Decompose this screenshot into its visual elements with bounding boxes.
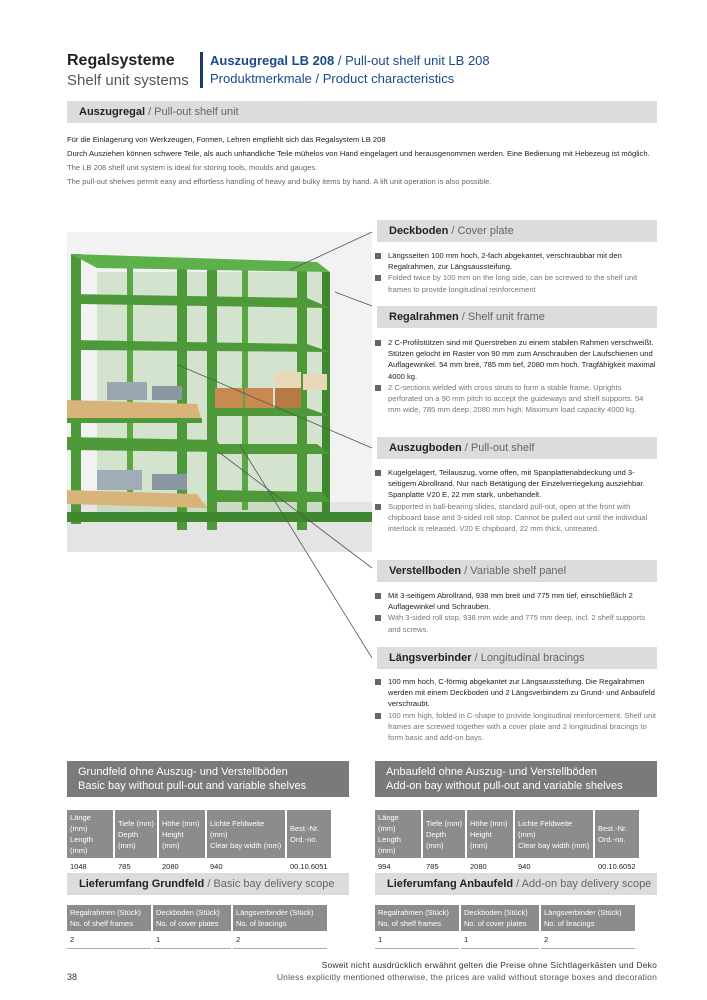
footer-note-en: Unless explicitly mentioned otherwise, t… xyxy=(276,972,657,982)
basic-bay-table: Länge (mm)Length (mm) Tiefe (mm)Depth (m… xyxy=(65,810,333,876)
feature-text-pullout-shelf: Kugelgelagert, Teilauszug, vorne offen, … xyxy=(375,467,657,534)
shelf-unit-illustration xyxy=(67,232,372,552)
basic-bay-header: Grundfeld ohne Auszug- und Verstellböden… xyxy=(67,761,349,797)
page-number: 38 xyxy=(67,972,78,982)
intro-line: The LB 208 shelf unit system is ideal fo… xyxy=(67,163,318,172)
category-title: Regalsysteme xyxy=(67,52,175,69)
table-header-row: Länge (mm)Length (mm) Tiefe (mm)Depth (m… xyxy=(375,810,639,858)
intro-line: The pull-out shelves permit easy and eff… xyxy=(67,177,492,186)
product-subtitle: Produktmerkmale / Product characteristic… xyxy=(210,71,455,86)
feature-header-variable-shelf: Verstellboden / Variable shelf panel xyxy=(377,560,657,582)
feature-header-bracings: Längsverbinder / Longitudinal bracings xyxy=(377,647,657,669)
table-header-row: Länge (mm)Length (mm) Tiefe (mm)Depth (m… xyxy=(67,810,331,858)
footer-note-de: Soweit nicht ausdrücklich erwähnt gelten… xyxy=(321,960,657,970)
category-subtitle: Shelf unit systems xyxy=(67,72,189,89)
addon-scope-header: Lieferumfang Anbaufeld / Add-on bay deli… xyxy=(375,873,657,895)
feature-header-cover-plate: Deckboden / Cover plate xyxy=(377,220,657,242)
basic-scope-header: Lieferumfang Grundfeld / Basic bay deliv… xyxy=(67,873,349,895)
feature-header-shelf-frame: Regalrahmen / Shelf unit frame xyxy=(377,306,657,328)
addon-bay-header: Anbaufeld ohne Auszug- und Verstellböden… xyxy=(375,761,657,797)
table-row: 1 1 2 xyxy=(375,931,635,949)
feature-text-bracings: 100 mm hoch, C-förmig abgekantet zur Län… xyxy=(375,676,657,743)
basic-scope-table: Regalrahmen (Stück)No. of shelf frames D… xyxy=(65,905,329,949)
table-header-row: Regalrahmen (Stück)No. of shelf frames D… xyxy=(67,905,327,931)
addon-bay-table: Länge (mm)Length (mm) Tiefe (mm)Depth (m… xyxy=(373,810,641,876)
intro-text: Für die Einlagerung von Werkzeugen, Form… xyxy=(67,134,657,188)
feature-text-shelf-frame: 2 C-Profilstützen sind mit Querstreben z… xyxy=(375,337,657,415)
feature-text-variable-shelf: Mit 3-seitigem Abrollrand, 938 mm breit … xyxy=(375,590,657,635)
table-row: 2 1 2 xyxy=(67,931,327,949)
addon-scope-table: Regalrahmen (Stück)No. of shelf frames D… xyxy=(373,905,637,949)
table-header-row: Regalrahmen (Stück)No. of shelf frames D… xyxy=(375,905,635,931)
intro-line: Für die Einlagerung von Werkzeugen, Form… xyxy=(67,135,386,144)
feature-header-pullout-shelf: Auszugboden / Pull-out shelf xyxy=(377,437,657,459)
feature-text-cover-plate: Längsseiten 100 mm hoch, 2-fach abgekant… xyxy=(375,250,657,295)
product-title: Auszugregal LB 208 / Pull-out shelf unit… xyxy=(210,53,490,68)
intro-section-header: Auszugregal / Pull-out shelf unit xyxy=(67,101,657,123)
title-divider xyxy=(200,52,203,88)
intro-line: Durch Ausziehen können schwere Teile, al… xyxy=(67,149,650,158)
product-image xyxy=(67,232,372,552)
